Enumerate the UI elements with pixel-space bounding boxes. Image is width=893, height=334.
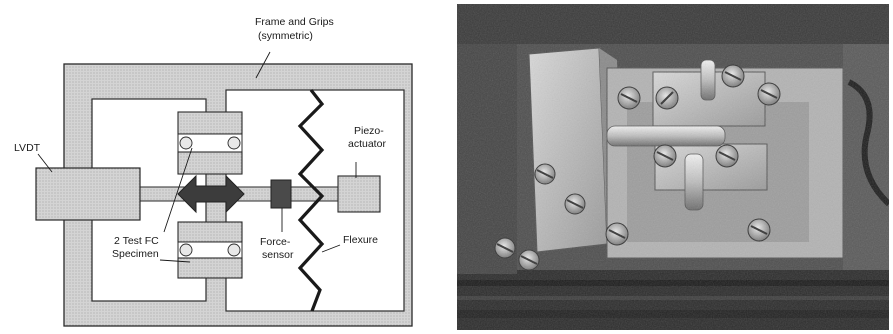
specimen-label-line2: Specimen: [112, 248, 159, 260]
piezo-actuator: [338, 176, 380, 212]
schematic-diagram: Frame and Grips (symmetric) LVDT Piezo- …: [0, 0, 450, 334]
piezo-label-line2: actuator: [348, 138, 386, 150]
specimen-bottom-ball-left: [180, 244, 192, 256]
lvdt-label: LVDT: [14, 142, 41, 154]
specimen-top-lower: [178, 152, 242, 174]
specimen-top-upper: [178, 112, 242, 134]
lvdt-box: [36, 168, 140, 220]
piezo-label-line1: Piezo-: [354, 125, 384, 137]
apparatus-photo: [457, 4, 889, 330]
frame-label-line2: (symmetric): [258, 30, 313, 42]
force-sensor: [271, 180, 291, 208]
flexure-label: Flexure: [343, 234, 378, 246]
specimen-label-line1: 2 Test FC: [114, 235, 159, 247]
specimen-top-ball-right: [228, 137, 240, 149]
specimen-bottom-upper: [178, 222, 242, 242]
frame-label-line1: Frame and Grips: [255, 16, 334, 28]
photo-grain: [457, 4, 889, 330]
force-label-line2: sensor: [262, 249, 294, 261]
specimen-bottom-lower: [178, 258, 242, 278]
specimen-top-ball-left: [180, 137, 192, 149]
specimen-bottom-ball-right: [228, 244, 240, 256]
force-label-line1: Force-: [260, 236, 291, 248]
